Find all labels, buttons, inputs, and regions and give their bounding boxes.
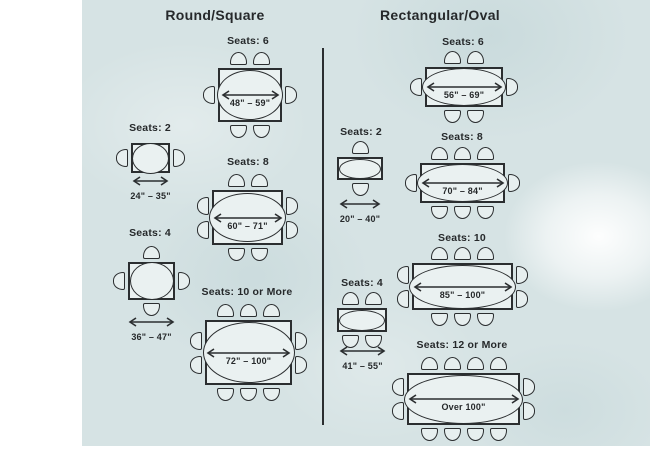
width-arrow-icon	[213, 212, 282, 223]
rect-seats-2-oval	[339, 158, 381, 179]
chair-icon	[217, 304, 234, 317]
chair-icon	[454, 247, 471, 260]
round-seats-6-seats-label: Seats: 6	[227, 35, 269, 47]
width-arrow-icon	[128, 317, 175, 327]
chair-icon	[197, 220, 209, 239]
round-seats-8-dimension-label: 60" – 71"	[227, 220, 268, 231]
width-arrow-icon	[413, 281, 512, 292]
watercolor-background	[82, 0, 650, 446]
chair-icon	[227, 248, 245, 261]
rect-seats-4-dimension-label: 41" – 55"	[342, 361, 383, 371]
chair-icon	[392, 402, 404, 420]
chair-icon	[431, 247, 448, 260]
round-seats-4-dimension-label: 36" – 47"	[131, 332, 172, 342]
chair-icon	[516, 265, 528, 284]
round-seats-4-oval	[129, 262, 174, 300]
rect-seats-4-oval	[339, 309, 385, 331]
round-seats-4-seats-label: Seats: 4	[129, 227, 171, 239]
width-arrow-icon	[339, 199, 381, 209]
chair-icon	[516, 289, 528, 308]
chair-icon	[113, 272, 125, 290]
chair-icon	[250, 174, 268, 187]
chair-icon	[295, 355, 307, 374]
chair-icon	[240, 304, 257, 317]
chair-icon	[286, 220, 298, 239]
rect-seats-12-or-more-seats-label: Seats: 12 or More	[416, 339, 508, 351]
chair-icon	[444, 51, 461, 64]
width-arrow-icon	[339, 346, 386, 356]
rect-seats-10-seats-label: Seats: 10	[438, 232, 486, 244]
chair-icon	[351, 141, 369, 154]
rect-seats-10-dimension-label: 85" – 100"	[439, 289, 486, 300]
width-arrow-icon	[408, 394, 519, 404]
chair-icon	[250, 248, 268, 261]
chair-icon	[263, 304, 280, 317]
round-seats-10-or-more-seats-label: Seats: 10 or More	[201, 286, 293, 298]
chair-icon	[443, 357, 461, 370]
chair-icon	[477, 147, 494, 160]
round-seats-2-dimension-label: 24" – 35"	[130, 191, 171, 201]
chair-icon	[351, 183, 369, 196]
rect-seats-6-dimension-label: 56" – 69"	[443, 90, 485, 100]
chair-icon	[466, 428, 484, 441]
chair-icon	[489, 428, 507, 441]
chair-icon	[203, 86, 215, 104]
rect-seats-8-seats-label: Seats: 8	[441, 131, 483, 143]
chair-icon	[405, 174, 417, 192]
round-seats-2-oval	[132, 142, 169, 174]
chair-icon	[443, 428, 461, 441]
width-arrow-icon	[206, 347, 291, 358]
chair-icon	[116, 149, 128, 167]
chair-icon	[143, 246, 160, 259]
chair-icon	[420, 357, 438, 370]
rect-seats-8-dimension-label: 70" – 84"	[442, 186, 483, 196]
chair-icon	[230, 52, 247, 65]
chair-icon	[392, 378, 404, 396]
chair-icon	[227, 174, 245, 187]
chair-icon	[489, 357, 507, 370]
chair-icon	[295, 331, 307, 350]
width-arrow-icon	[221, 90, 279, 100]
width-arrow-icon	[426, 82, 502, 92]
round-seats-6-dimension-label: 48" – 59"	[229, 98, 271, 108]
round-seats-10-or-more-dimension-label: 72" – 100"	[225, 355, 272, 366]
column-title-round-square: Round/Square	[165, 7, 265, 23]
rect-seats-12-or-more-dimension-label: Over 100"	[441, 402, 486, 412]
round-seats-2-seats-label: Seats: 2	[129, 122, 171, 134]
chair-icon	[365, 292, 382, 305]
column-title-rectangular-oval: Rectangular/Oval	[380, 7, 500, 23]
chair-icon	[397, 265, 409, 284]
chair-icon	[454, 147, 471, 160]
round-seats-8-seats-label: Seats: 8	[227, 156, 269, 168]
chair-icon	[477, 247, 494, 260]
rect-seats-4-seats-label: Seats: 4	[341, 277, 383, 289]
chair-icon	[420, 428, 438, 441]
rect-seats-6-seats-label: Seats: 6	[442, 36, 484, 48]
chair-icon	[467, 51, 484, 64]
chair-icon	[342, 292, 359, 305]
column-divider-line	[322, 48, 324, 425]
chair-icon	[410, 78, 422, 96]
chair-icon	[190, 355, 202, 374]
rect-seats-2-seats-label: Seats: 2	[340, 126, 382, 138]
chair-icon	[253, 52, 270, 65]
width-arrow-icon	[132, 176, 169, 186]
chair-icon	[466, 357, 484, 370]
width-arrow-icon	[421, 178, 504, 188]
chair-icon	[197, 196, 209, 215]
chair-icon	[431, 147, 448, 160]
chair-icon	[190, 331, 202, 350]
rect-seats-2-dimension-label: 20" – 40"	[339, 214, 381, 224]
chair-icon	[286, 196, 298, 215]
chair-icon	[397, 289, 409, 308]
